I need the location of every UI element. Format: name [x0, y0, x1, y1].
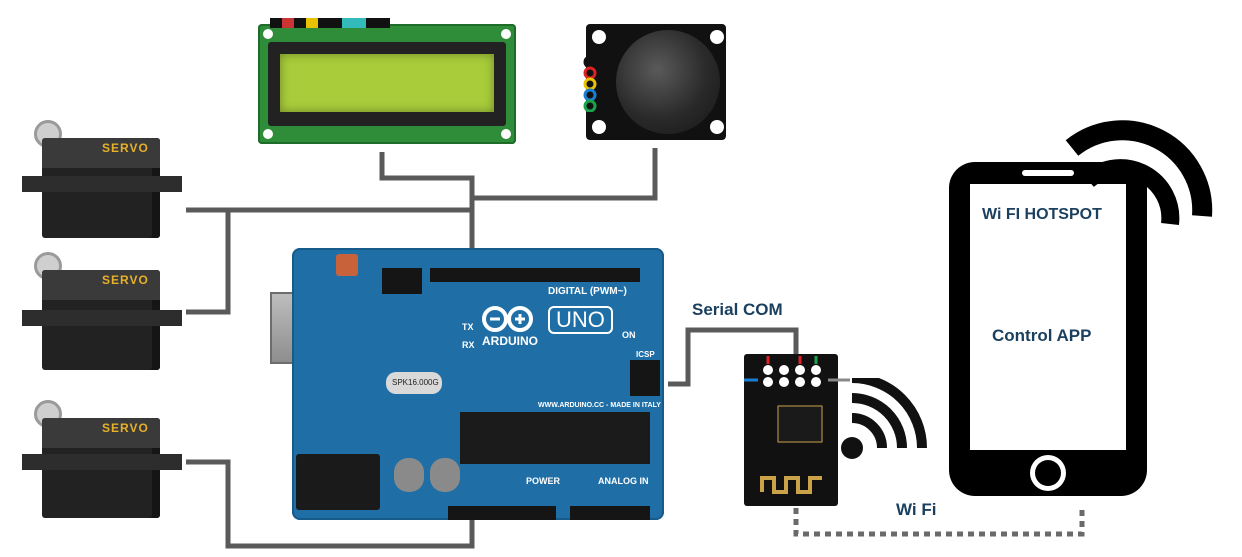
wifi-signal-icon: [841, 378, 927, 459]
joystick-knob: [616, 30, 720, 134]
crystal-label: SPK16.000G: [392, 378, 439, 387]
phone-screen: [970, 184, 1126, 450]
atmega-chip: [460, 412, 650, 464]
lcd-mount-hole: [263, 29, 273, 39]
joystick-mount-hole: [710, 120, 724, 134]
dc-power-jack: [296, 454, 380, 510]
power-label: POWER: [526, 476, 561, 486]
servo-label: SERVO: [102, 273, 149, 287]
icsp-header: [630, 360, 660, 396]
digital-header: [430, 268, 640, 282]
arduino-model: UNO: [548, 306, 613, 334]
wire-lcd: [379, 152, 475, 250]
url-label: WWW.ARDUINO.CC - MADE IN ITALY: [538, 402, 661, 409]
esp-antenna: [760, 405, 823, 494]
tx-label: TX: [462, 322, 474, 332]
servo-label: SERVO: [102, 141, 149, 155]
analog-label: ANALOG IN: [598, 476, 649, 486]
lcd-mount-hole: [501, 129, 511, 139]
digital-label: DIGITAL (PWM~): [548, 286, 627, 297]
phone-speaker: [1022, 170, 1074, 176]
wifi-link: [793, 505, 1085, 537]
wire-servo-2: [186, 210, 231, 315]
esp-pins: [744, 356, 850, 387]
phone-wifi-icon: [1065, 120, 1213, 226]
capacitor: [430, 458, 460, 492]
wire-serial: [668, 327, 799, 387]
wire-servo-3: [186, 459, 475, 549]
lcd-screen: [280, 54, 494, 112]
arduino-logo-icon: [482, 306, 533, 332]
lcd-header-pins: [270, 18, 390, 28]
joystick-mount-hole: [710, 30, 724, 44]
lcd-mount-hole: [263, 129, 273, 139]
servo-label: SERVO: [102, 421, 149, 435]
capacitor: [394, 458, 424, 492]
lcd-mount-hole: [501, 29, 511, 39]
joystick-pins: [583, 56, 597, 112]
reset-button: [336, 254, 358, 276]
serial-com-label: Serial COM: [692, 300, 783, 319]
wire-joystick: [472, 148, 658, 201]
joystick-mount-hole: [592, 30, 606, 44]
on-led-label: ON: [622, 330, 636, 340]
rx-label: RX: [462, 340, 475, 350]
arduino-brand: ARDUINO: [482, 334, 538, 348]
power-header: [448, 506, 556, 520]
icsp-header-top: [382, 268, 422, 294]
joystick-mount-hole: [592, 120, 606, 134]
analog-header: [570, 506, 650, 520]
hotspot-label: Wi FI HOTSPOT: [982, 206, 1102, 223]
wifi-label: Wi Fi: [896, 500, 937, 519]
icsp-label: ICSP: [636, 350, 655, 359]
crystal: [386, 372, 442, 394]
control-app-label: Control APP: [992, 326, 1092, 345]
